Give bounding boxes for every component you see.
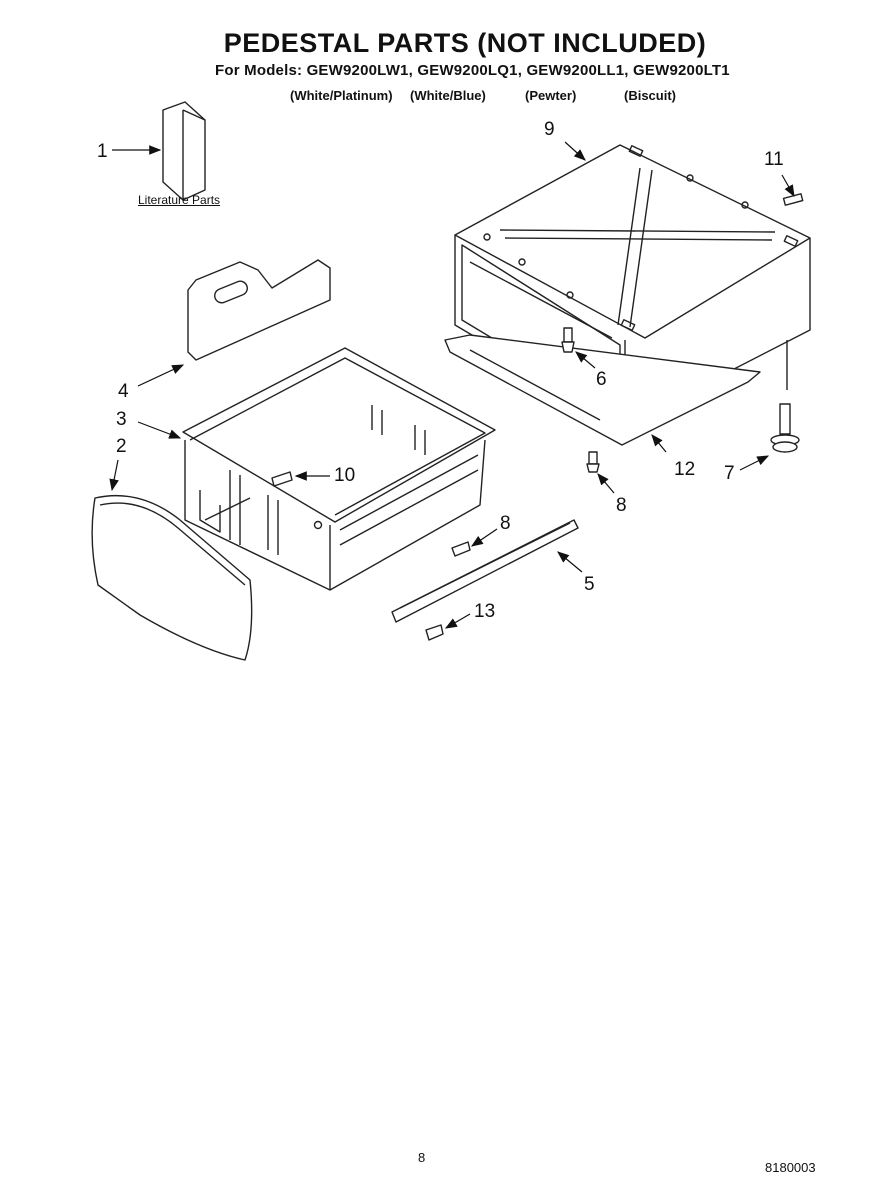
screw-6	[561, 327, 575, 353]
drawer-front	[91, 494, 253, 661]
literature-parts-label: Literature Parts	[138, 193, 221, 207]
page-number: 8	[418, 1150, 426, 1165]
callout-3: 3	[116, 409, 127, 430]
handle-insert-panel	[187, 259, 331, 361]
callout-12: 12	[674, 459, 696, 480]
callout-7: 7	[724, 463, 735, 484]
callout-13: 13	[474, 601, 496, 622]
callout-10: 10	[334, 465, 356, 486]
drawer-slide	[391, 519, 579, 623]
callout-5: 5	[584, 574, 595, 595]
literature-booklet	[162, 101, 206, 201]
callout-4: 4	[118, 381, 129, 402]
finish-white-blue: (White/Blue)	[410, 88, 486, 103]
finish-pewter: (Pewter)	[525, 88, 577, 103]
leveling-leg	[770, 340, 800, 453]
screw-8-plate	[586, 451, 600, 473]
screw-13	[425, 624, 444, 641]
document-number: 8180003	[765, 1160, 816, 1175]
base-plate	[444, 334, 761, 446]
callout-9: 9	[544, 119, 555, 140]
callout-8-slide: 8	[500, 513, 511, 534]
page-title: PEDESTAL PARTS (NOT INCLUDED)	[223, 28, 707, 58]
callout-2: 2	[116, 436, 127, 457]
finish-white-platinum: (White/Platinum)	[290, 88, 393, 103]
callout-6: 6	[596, 369, 607, 390]
screw-8-slide	[451, 541, 471, 557]
models-line: For Models: GEW9200LW1, GEW9200LQ1, GEW9…	[215, 62, 730, 79]
callout-1: 1	[97, 141, 108, 162]
callout-11: 11	[764, 149, 784, 170]
finish-biscuit: (Biscuit)	[624, 88, 676, 103]
callout-8-plate: 8	[616, 495, 627, 516]
screw-10	[271, 471, 293, 487]
drawer-bin	[182, 347, 496, 591]
